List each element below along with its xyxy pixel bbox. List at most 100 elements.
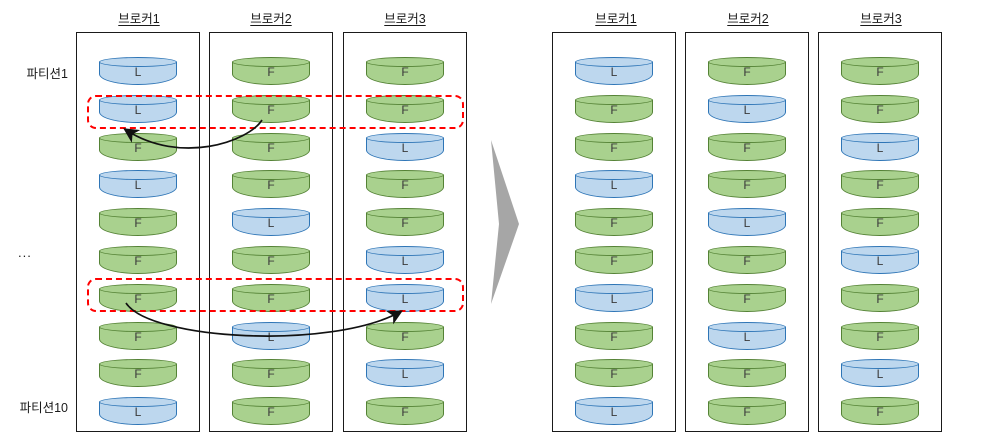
replica-role-label: L	[134, 65, 142, 79]
left-broker-1-partition-6-replica[interactable]: F	[99, 246, 177, 274]
left-broker-3-partition-5-replica[interactable]: F	[366, 208, 444, 237]
cylinder-body	[232, 62, 310, 85]
right-broker-1-partition-1-replica[interactable]: L	[575, 57, 653, 85]
replica-role-label: F	[743, 140, 751, 155]
right-broker-3-partition-8-replica[interactable]: F	[841, 321, 919, 350]
left-broker-1-partition-9-replica[interactable]: F	[99, 359, 177, 388]
left-broker-2-partition-10-replica[interactable]: F	[232, 397, 310, 426]
left-broker-1-box[interactable]	[76, 32, 200, 432]
right-broker-1-partition-9-replica[interactable]: F	[575, 359, 653, 388]
left-broker-3-partition-3-replica[interactable]: L	[366, 132, 444, 161]
replica-role-label: F	[876, 405, 884, 420]
replica-role-label: L	[610, 291, 618, 306]
left-broker-2-partition-5-replica[interactable]: L	[232, 208, 310, 237]
cylinder-top	[575, 246, 653, 256]
right-triangle-arrow-icon	[491, 140, 519, 304]
row-label-last: 파티션10	[19, 401, 68, 415]
cylinder-body	[366, 175, 444, 199]
left-broker-1-partition-5-replica[interactable]: F	[99, 208, 177, 237]
left-broker-3-partition-6-replica[interactable]: L	[366, 246, 444, 274]
left-broker-2-partition-9-replica[interactable]: F	[232, 359, 310, 388]
right-broker-2-box[interactable]	[685, 32, 809, 432]
left-broker-2-partition-3-replica[interactable]: F	[232, 132, 310, 161]
cylinder-body	[575, 402, 653, 426]
cylinder-body	[232, 175, 310, 199]
cylinder-top	[99, 208, 177, 219]
left-broker-2-partition-6-replica[interactable]: F	[232, 246, 310, 274]
right-broker-3-box[interactable]	[818, 32, 942, 432]
left-broker-1-partition-4-replica[interactable]: L	[99, 170, 177, 199]
cylinder-top	[575, 132, 653, 143]
left-broker-3-partition-9-replica[interactable]: L	[366, 359, 444, 388]
replica-role-label: L	[876, 367, 884, 382]
right-broker-1-partition-10-replica[interactable]: L	[575, 397, 653, 426]
right-broker-3-partition-5-replica[interactable]: F	[841, 208, 919, 237]
right-broker-1-partition-7-replica[interactable]: L	[575, 283, 653, 312]
right-broker-1-partition-3-replica[interactable]: F	[575, 132, 653, 161]
left-broker-3-partition-1-replica[interactable]: F	[366, 57, 444, 85]
right-broker-3-partition-2-replica[interactable]: F	[841, 94, 919, 123]
cylinder-top	[575, 397, 653, 408]
replica-role-label: F	[401, 329, 409, 344]
left-broker-3-partition-10-replica[interactable]: F	[366, 397, 444, 426]
right-broker-2-partition-10-replica[interactable]: F	[708, 397, 786, 426]
right-broker-3-partition-9-replica[interactable]: L	[841, 359, 919, 388]
left-broker-1-partition-1-replica[interactable]: L	[99, 57, 177, 85]
right-broker-2-partition-3-replica[interactable]: F	[708, 132, 786, 161]
right-broker-1-partition-2-replica[interactable]: F	[575, 94, 653, 123]
right-broker-1-partition-4-replica[interactable]: L	[575, 170, 653, 199]
right-broker-2-partition-4-replica[interactable]: F	[708, 170, 786, 199]
row-label-first: 파티션1	[26, 67, 68, 81]
cylinder-body	[366, 62, 444, 85]
cylinder-top	[708, 321, 786, 332]
cylinder-body	[99, 364, 177, 388]
left-broker-2-box[interactable]	[209, 32, 333, 432]
left-broker-1-partition-3-replica[interactable]: F	[99, 132, 177, 161]
left-broker-3-partition-4-replica[interactable]: F	[366, 170, 444, 199]
replica-role-label: L	[134, 178, 142, 193]
left-broker-2-partition-1-replica[interactable]: F	[232, 57, 310, 85]
right-broker-1-partition-6-replica[interactable]: F	[575, 246, 653, 274]
right-broker-3-partition-4-replica[interactable]: F	[841, 170, 919, 199]
right-broker-2-partition-6-replica[interactable]: F	[708, 246, 786, 274]
cylinder-top	[708, 132, 786, 143]
right-broker-1-box[interactable]	[552, 32, 676, 432]
cylinder-top	[841, 57, 919, 67]
cylinder-body	[708, 288, 786, 312]
right-broker-1-partition-8-replica[interactable]: F	[575, 321, 653, 350]
left-broker-2-partition-8-replica[interactable]: L	[232, 321, 310, 350]
replica-role-label: F	[876, 216, 884, 231]
left-broker-2-partition-4-replica[interactable]: F	[232, 170, 310, 199]
cylinder-top	[708, 208, 786, 219]
cylinder-body	[575, 137, 653, 161]
right-broker-2-partition-5-replica[interactable]: L	[708, 208, 786, 237]
cylinder-body	[708, 251, 786, 274]
right-broker-2-partition-7-replica[interactable]: F	[708, 283, 786, 312]
left-broker-3-box[interactable]	[343, 32, 467, 432]
right-broker-2-partition-9-replica[interactable]: F	[708, 359, 786, 388]
right-broker-3-partition-6-replica[interactable]: L	[841, 246, 919, 274]
right-broker-3-partition-3-replica[interactable]: L	[841, 132, 919, 161]
cylinder-top	[232, 397, 310, 408]
left-broker-3-partition-8-replica[interactable]: F	[366, 321, 444, 350]
cylinder-body	[841, 175, 919, 199]
replica-role-label: F	[610, 329, 618, 344]
right-broker-3-partition-7-replica[interactable]: F	[841, 283, 919, 312]
cylinder-top	[841, 397, 919, 408]
left-broker-1-partition-10-replica[interactable]: L	[99, 397, 177, 426]
right-broker-3-partition-1-replica[interactable]: F	[841, 57, 919, 85]
right-broker-2-header: 브로커2	[727, 12, 769, 26]
cylinder-body	[99, 402, 177, 426]
right-broker-2-partition-1-replica[interactable]: F	[708, 57, 786, 85]
replica-role-label: F	[401, 178, 409, 193]
right-broker-1-partition-5-replica[interactable]: F	[575, 208, 653, 237]
right-broker-2-partition-2-replica[interactable]: L	[708, 94, 786, 123]
left-broker-1-partition-8-replica[interactable]: F	[99, 321, 177, 350]
replica-role-label: F	[743, 65, 751, 79]
replica-role-label: F	[876, 178, 884, 193]
cylinder-body	[841, 326, 919, 350]
right-broker-2-partition-8-replica[interactable]: L	[708, 321, 786, 350]
cylinder-top	[366, 132, 444, 143]
right-broker-3-partition-10-replica[interactable]: F	[841, 397, 919, 426]
